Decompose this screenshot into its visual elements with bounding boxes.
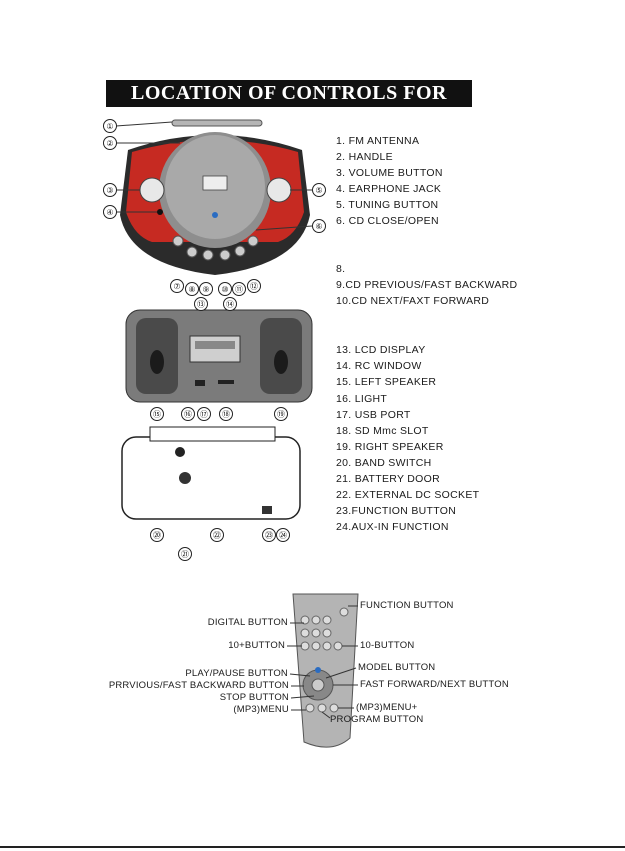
legend-item-5: 5. TUNING BUTTON (336, 199, 439, 211)
legend-item-15: 15. LEFT SPEAKER (336, 376, 437, 388)
callout-5: ⑤ (312, 183, 326, 197)
remote-label-next: FAST FORWARD/NEXT BUTTON (360, 679, 509, 690)
callout-12: ⑫ (247, 279, 261, 293)
remote-label-play-pause: PLAY/PAUSE BUTTON (185, 668, 288, 679)
remote-label-digital: DIGITAL BUTTON (207, 617, 288, 628)
callout-23: ㉓ (262, 528, 276, 542)
remote-label-10-plus: 10+BUTTON (228, 640, 285, 651)
remote-label-program: PROGRAM BUTTON (330, 714, 424, 725)
callout-20: ⑳ (150, 528, 164, 542)
remote-label-model: MODEL BUTTON (358, 662, 436, 673)
legend-item-17: 17. USB PORT (336, 409, 411, 421)
remote-label-menu-plus: (MP3)MENU+ (356, 702, 418, 713)
callout-4: ④ (103, 205, 117, 219)
legend-item-20: 20. BAND SWITCH (336, 457, 432, 469)
remote-label-stop: STOP BUTTON (219, 692, 289, 703)
remote-label-function: FUNCTION BUTTON (360, 600, 454, 611)
legend-item-16: 16. LIGHT (336, 393, 388, 405)
legend-item-2: 2. HANDLE (336, 151, 393, 163)
legend-item-10: 10.CD NEXT/FAXT FORWARD (336, 295, 490, 307)
callout-21: ㉑ (178, 547, 192, 561)
legend-item-1: 1. FM ANTENNA (336, 135, 420, 147)
legend-item-4: 4. EARPHONE JACK (336, 183, 442, 195)
callout-14: ⑭ (223, 297, 237, 311)
legend-item-9: 9.CD PREVIOUS/FAST BACKWARD (336, 279, 518, 291)
callout-13: ⑬ (194, 297, 208, 311)
legend-item-13: 13. LCD DISPLAY (336, 344, 426, 356)
callout-8: ⑧ (185, 282, 199, 296)
callout-15: ⑮ (150, 407, 164, 421)
callout-17: ⑰ (197, 407, 211, 421)
callout-22: ㉒ (210, 528, 224, 542)
callout-2: ② (103, 136, 117, 150)
callout-6: ⑥ (312, 219, 326, 233)
callout-11: ⑪ (232, 282, 246, 296)
callout-7: ⑦ (170, 279, 184, 293)
legend-item-22: 22. EXTERNAL DC SOCKET (336, 489, 480, 501)
callout-10: ⑩ (218, 282, 232, 296)
legend-item-19: 19. RIGHT SPEAKER (336, 441, 444, 453)
callout-19: ⑲ (274, 407, 288, 421)
legend-item-8: 8. (336, 263, 346, 275)
callout-18: ⑱ (219, 407, 233, 421)
page-bottom-rule (0, 846, 625, 848)
callout-16: ⑯ (181, 407, 195, 421)
legend-item-18: 18. SD Mmc SLOT (336, 425, 429, 437)
remote-label-previous: PRRVIOUS/FAST BACKWARD BUTTON (108, 680, 289, 691)
callout-9: ⑨ (199, 282, 213, 296)
remote-label-10-minus: 10-BUTTON (360, 640, 415, 651)
legend-item-3: 3. VOLUME BUTTON (336, 167, 443, 179)
legend-item-6: 6. CD CLOSE/OPEN (336, 215, 439, 227)
legend-item-23: 23.FUNCTION BUTTON (336, 505, 457, 517)
page-title: LOCATION OF CONTROLS FOR UNIT (106, 80, 472, 131)
callout-3: ③ (103, 183, 117, 197)
legend-item-24: 24.AUX-IN FUNCTION (336, 521, 449, 533)
legend-item-21: 21. BATTERY DOOR (336, 473, 440, 485)
legend-item-14: 14. RC WINDOW (336, 360, 422, 372)
callout-1: ① (103, 119, 117, 133)
callout-24: ㉔ (276, 528, 290, 542)
remote-label-menu-minus: (MP3)MENU (233, 704, 289, 715)
